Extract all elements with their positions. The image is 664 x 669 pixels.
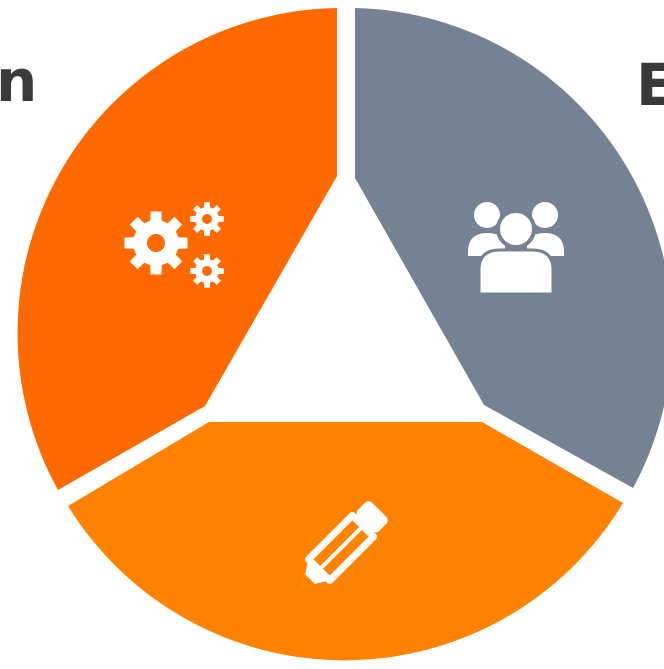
small-gear-bottom-hole: [202, 266, 212, 276]
label-right-partial: E: [636, 51, 664, 119]
large-gear: [124, 211, 188, 275]
people-group-icon: [468, 202, 564, 296]
small-gear-top-hole: [202, 214, 212, 224]
segment-people[interactable]: [355, 8, 664, 488]
label-left-partial: n: [0, 47, 38, 115]
big-gear-hole: [147, 234, 165, 252]
pencil-icon: [302, 501, 388, 587]
gears-icon: [124, 202, 224, 288]
small-gear-bottom: [190, 254, 224, 288]
small-gear-top: [190, 202, 224, 236]
